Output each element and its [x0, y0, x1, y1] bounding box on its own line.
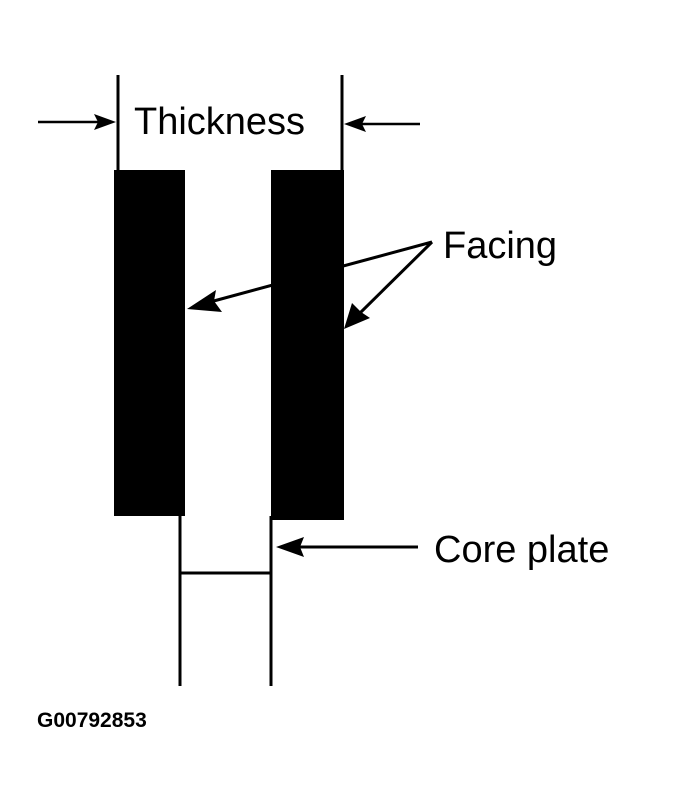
facing-right [271, 170, 344, 520]
facing-left [114, 170, 185, 516]
core-plate [178, 516, 273, 686]
thickness-arrow-left [38, 114, 116, 130]
thickness-label: Thickness [134, 101, 305, 143]
figure-code: G00792853 [37, 709, 147, 732]
thickness-arrow-right [344, 116, 420, 132]
facing-label: Facing [443, 225, 557, 267]
facing-arrow-to-left-facing [187, 240, 433, 312]
core-plate-arrow [276, 537, 418, 557]
facing-arrow-to-right-facing [344, 240, 434, 329]
core-plate-label: Core plate [434, 529, 609, 571]
